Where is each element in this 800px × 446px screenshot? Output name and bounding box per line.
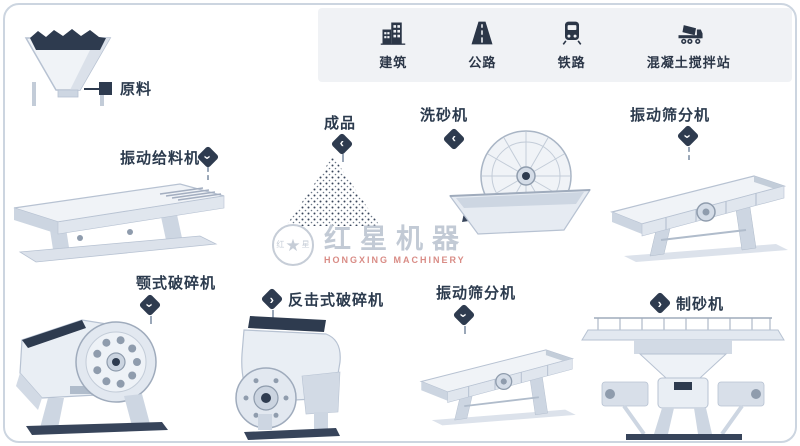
badge-right-char: 星 — [301, 240, 310, 249]
dashed-connector — [688, 147, 690, 160]
jaw-crusher-illustration — [12, 298, 180, 440]
app-item-label: 建筑 — [379, 55, 408, 70]
app-item-label: 铁路 — [557, 55, 586, 70]
train-icon — [562, 21, 581, 45]
chevron-diamond-icon: › — [196, 145, 220, 169]
sand-maker-illustration — [574, 308, 792, 440]
app-item-highway: 公路 — [468, 19, 496, 71]
brand-name: 红星机器 — [324, 223, 468, 254]
vibrating-screen-bottom-label: 振动筛分机 — [436, 285, 517, 302]
dashed-connector — [272, 310, 274, 318]
vibrating-feeder-label: 振动给料机 — [120, 150, 201, 167]
sand-washer-illustration — [448, 126, 593, 238]
impact-crusher-label: 反击式破碎机 — [288, 292, 385, 309]
dashed-connector — [150, 316, 152, 324]
building-icon — [380, 22, 406, 45]
vibrating-screen-illustration — [416, 330, 581, 433]
watermark: 红 ★ 星 红星机器 HONGXING MACHINERY — [272, 224, 468, 266]
vibrating-screen-illustration — [606, 160, 794, 264]
sand-washer-label: 洗砂机 — [420, 107, 469, 124]
sand-pile-illustration — [283, 152, 383, 230]
chevron-diamond-icon: › — [676, 124, 700, 148]
app-item-railway: 铁路 — [558, 19, 586, 71]
brand-subtitle: HONGXING MACHINERY — [324, 255, 466, 266]
star-icon: ★ — [285, 235, 301, 255]
app-item-construction: 建筑 — [379, 19, 407, 71]
app-item-concrete-plant: 混凝土搅拌站 — [647, 19, 731, 71]
brand-badge: 红 ★ 星 — [272, 224, 314, 266]
finished-product-label: 成品 — [324, 115, 357, 132]
highway-icon — [471, 21, 493, 45]
app-item-label: 混凝土搅拌站 — [646, 55, 731, 70]
dashed-connector — [207, 167, 209, 180]
sand-maker-label: 制砂机 — [676, 296, 725, 313]
dashed-connector — [342, 154, 344, 162]
raw-material-label: 原料 — [120, 81, 153, 98]
mixer-truck-icon — [678, 25, 703, 44]
raw-material-connector — [84, 88, 99, 90]
hopper-illustration — [18, 24, 118, 109]
raw-material-marker-icon — [99, 82, 112, 95]
chevron-diamond-icon: › — [452, 303, 476, 327]
badge-left-char: 红 — [276, 240, 285, 249]
dashed-connector — [464, 326, 466, 334]
vibrating-feeder-illustration — [10, 172, 235, 267]
impact-crusher-illustration — [214, 306, 354, 440]
jaw-crusher-label: 颚式破碎机 — [136, 275, 217, 292]
vibrating-screen-right-label: 振动筛分机 — [630, 107, 711, 124]
app-item-label: 公路 — [468, 55, 497, 70]
applications-panel: 建筑 公路 铁路 — [318, 8, 792, 82]
